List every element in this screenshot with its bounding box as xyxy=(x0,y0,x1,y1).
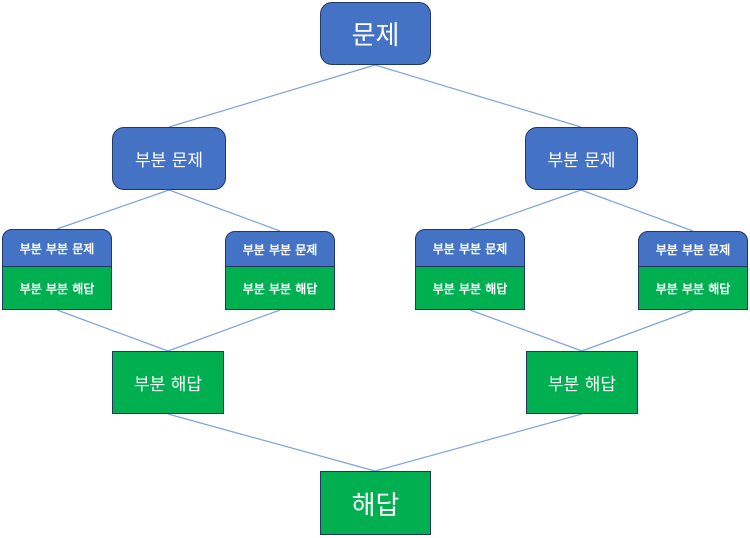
leaf-solution-node: 부분 부분 해답 xyxy=(415,266,525,310)
connector-root-to-left xyxy=(168,64,376,128)
leaf-problem-node: 부분 부분 문제 xyxy=(638,231,748,267)
leaf-solution-node: 부분 부분 해답 xyxy=(638,266,748,310)
connector-right-solution-to-final xyxy=(374,413,583,472)
connector-leaf4-to-right-solution xyxy=(581,309,694,352)
connector-leaf2-to-left-solution xyxy=(167,309,281,352)
connector-root-to-right xyxy=(374,64,582,128)
leaf-solution-node: 부분 부분 해답 xyxy=(225,266,335,310)
connector-leaf1-to-left-solution xyxy=(56,309,169,352)
final-solution-node: 해답 xyxy=(320,471,431,535)
connector-left-to-leaf1 xyxy=(56,189,170,230)
connector-right-to-leaf4 xyxy=(580,189,694,232)
connector-leaf3-to-right-solution xyxy=(469,309,583,352)
partial-solution-node-left: 부분 해답 xyxy=(112,351,224,414)
leaf-problem-node: 부분 부분 문제 xyxy=(415,229,525,267)
connector-right-to-leaf3 xyxy=(469,189,582,230)
leaf-problem-node: 부분 부분 문제 xyxy=(2,229,112,267)
connector-left-solution-to-final xyxy=(167,413,376,472)
subproblem-node-right: 부분 문제 xyxy=(525,127,638,190)
leaf-problem-node: 부분 부분 문제 xyxy=(225,231,335,267)
subproblem-node-left: 부분 문제 xyxy=(112,127,226,190)
leaf-solution-node: 부분 부분 해답 xyxy=(2,266,112,310)
connector-left-to-leaf2 xyxy=(168,189,281,232)
root-problem-node: 문제 xyxy=(320,2,431,65)
partial-solution-node-right: 부분 해답 xyxy=(526,351,638,414)
